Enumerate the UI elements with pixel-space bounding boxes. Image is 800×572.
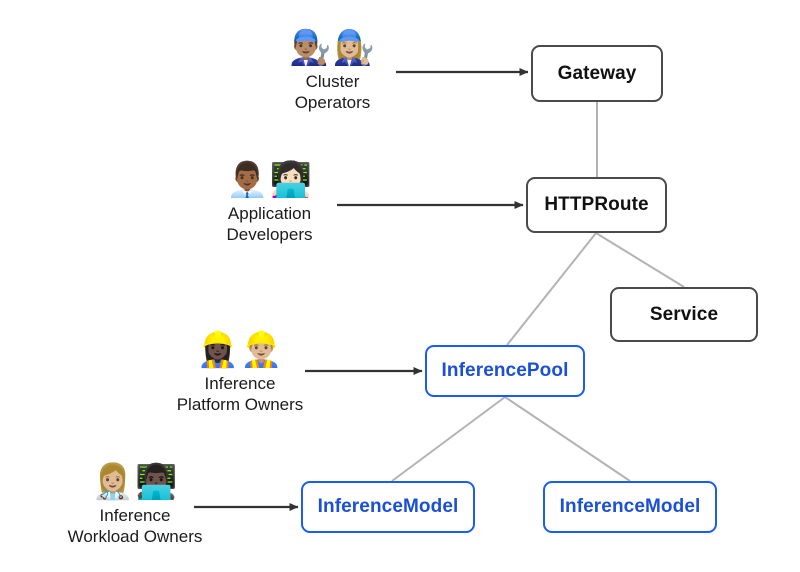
persona-label-line1: Cluster [305, 72, 360, 91]
node-inferencepool[interactable]: InferencePool [425, 345, 585, 397]
connector-inferencepool-to-inferencemodel-1 [391, 396, 506, 482]
node-label: HTTPRoute [544, 194, 649, 215]
persona-label-line2: Platform Owners [176, 395, 304, 414]
node-inferencemodel-1[interactable]: InferenceModel [301, 481, 475, 533]
persona-label-line1: Inference [99, 506, 171, 525]
persona-avatars-icon: 👨🏽‍🔧👩🏼‍🔧 [289, 28, 376, 68]
persona-avatars-icon: 👨🏾‍💼👩🏻‍💻 [226, 160, 313, 200]
persona-label-line1: Application [227, 204, 312, 223]
node-inferencemodel-2[interactable]: InferenceModel [543, 481, 717, 533]
node-httproute[interactable]: HTTPRoute [526, 177, 667, 233]
connector-inferencepool-to-inferencemodel-2 [504, 396, 631, 482]
persona-arrows [194, 68, 529, 511]
node-gateway[interactable]: Gateway [531, 45, 663, 102]
persona-label-line1: Inference [204, 374, 276, 393]
persona-label-line2: Operators [294, 93, 371, 112]
persona-avatars-icon: 👩🏼‍⚕️👨🏿‍💻 [91, 462, 179, 502]
node-label: InferencePool [441, 360, 569, 381]
persona-avatars-icon: 👷🏿‍♀️👷🏼‍♂️ [196, 330, 284, 370]
persona-label-line2: Developers [226, 225, 313, 244]
persona-label-line2: Workload Owners [67, 527, 203, 546]
connector-httproute-to-service [595, 232, 685, 288]
node-label: Gateway [557, 62, 637, 84]
node-service[interactable]: Service [610, 287, 758, 342]
connector-httproute-to-inferencepool [506, 232, 597, 346]
node-label: InferenceModel [559, 496, 701, 517]
node-label: InferenceModel [317, 496, 459, 517]
node-label: Service [649, 303, 719, 325]
